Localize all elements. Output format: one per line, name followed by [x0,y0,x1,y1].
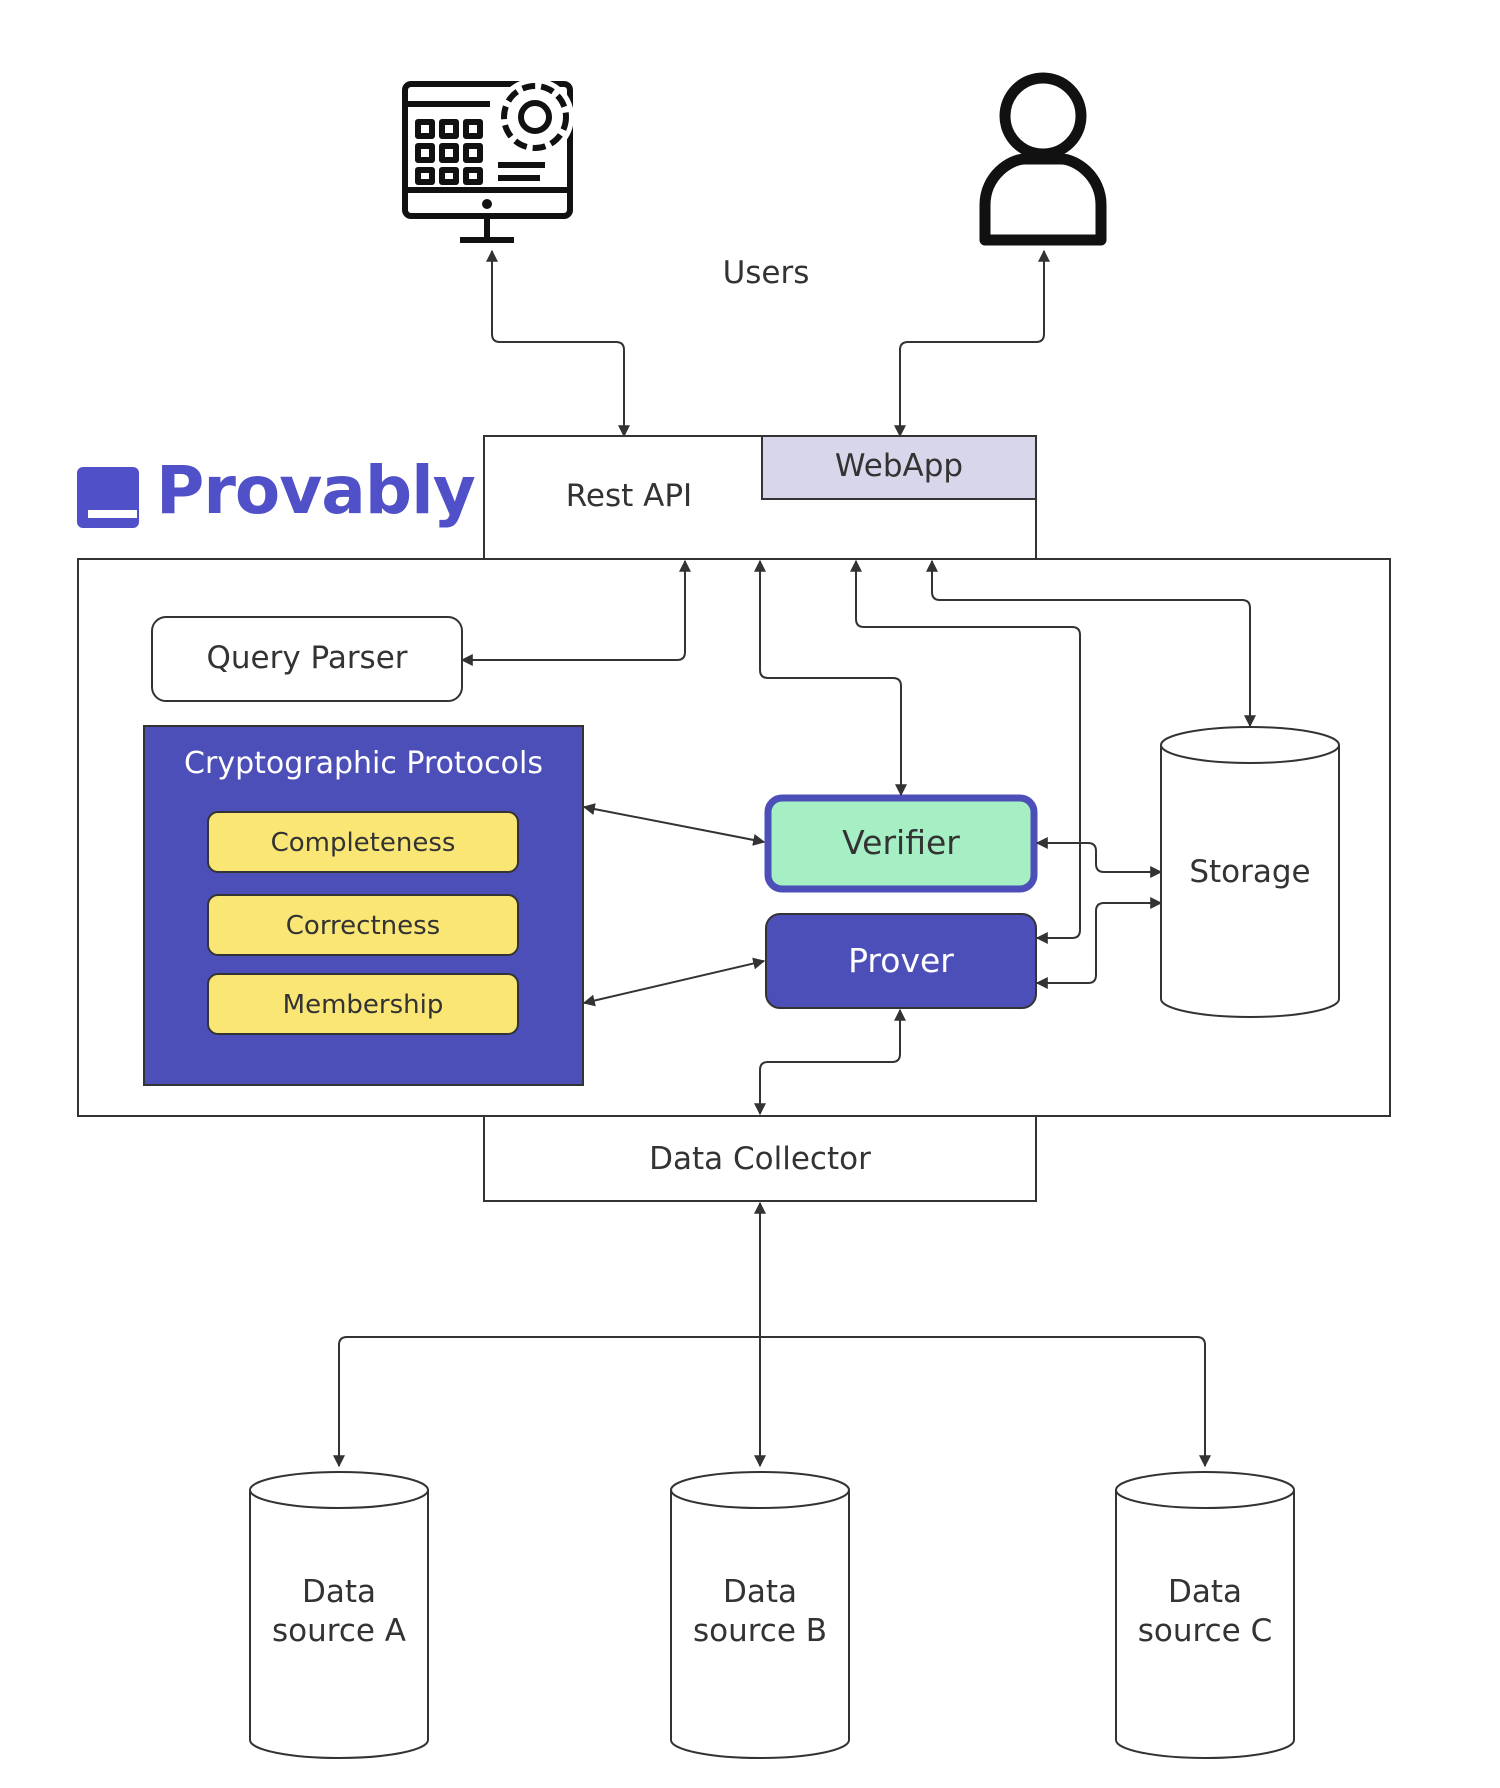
rest-api-label: Rest API [565,478,693,514]
protocol-item-box [207,811,519,873]
connector-protocols-verifier [582,803,766,846]
data-collector-label: Data Collector [649,1141,871,1177]
data-source-a-label: Data source A [271,1574,406,1649]
data-source-c-label: Data source C [1137,1574,1273,1649]
data-source-cylinder [1115,1471,1295,1759]
crypto-protocols-title: Cryptographic Protocols [184,746,543,781]
verifier-label: Verifier [842,823,960,862]
monitor-settings-icon [402,78,574,243]
data-source-cylinder [249,1471,429,1759]
connector-user-webapp [894,249,1050,438]
users-label: Users [722,255,810,291]
brand-wordmark: Provably [156,452,476,529]
webapp-box [761,435,1037,500]
data-source-cylinder [670,1471,850,1759]
data-collector-box [483,1115,1037,1202]
storage-label: Storage [1189,854,1311,890]
connector-prover-storage [1035,897,1163,989]
provably-logo-icon [77,467,139,528]
protocol-item-box [207,973,519,1035]
webapp-label: WebApp [834,448,964,484]
query-parser-label: Query Parser [206,640,408,676]
connector-source-c [760,1336,1211,1468]
protocol-correctness-label: Correctness [285,911,441,941]
user-person-icon [979,72,1107,246]
prover-label: Prover [848,941,954,980]
connector-verifier-storage [1035,837,1163,878]
storage-cylinder [1160,726,1340,1018]
data-source-b-label: Data source B [692,1574,828,1649]
connector-admin-restapi [486,249,630,438]
connector-source-a [333,1336,760,1468]
connector-storage-api [926,559,1256,728]
protocol-completeness-label: Completeness [270,828,456,858]
connector-prover-collector [754,1008,906,1116]
connector-queryparser-api [460,559,691,666]
protocol-item-box [207,894,519,956]
protocol-membership-label: Membership [282,990,444,1020]
connector-protocols-prover [582,957,766,1007]
connector-verifier-api [754,559,907,797]
